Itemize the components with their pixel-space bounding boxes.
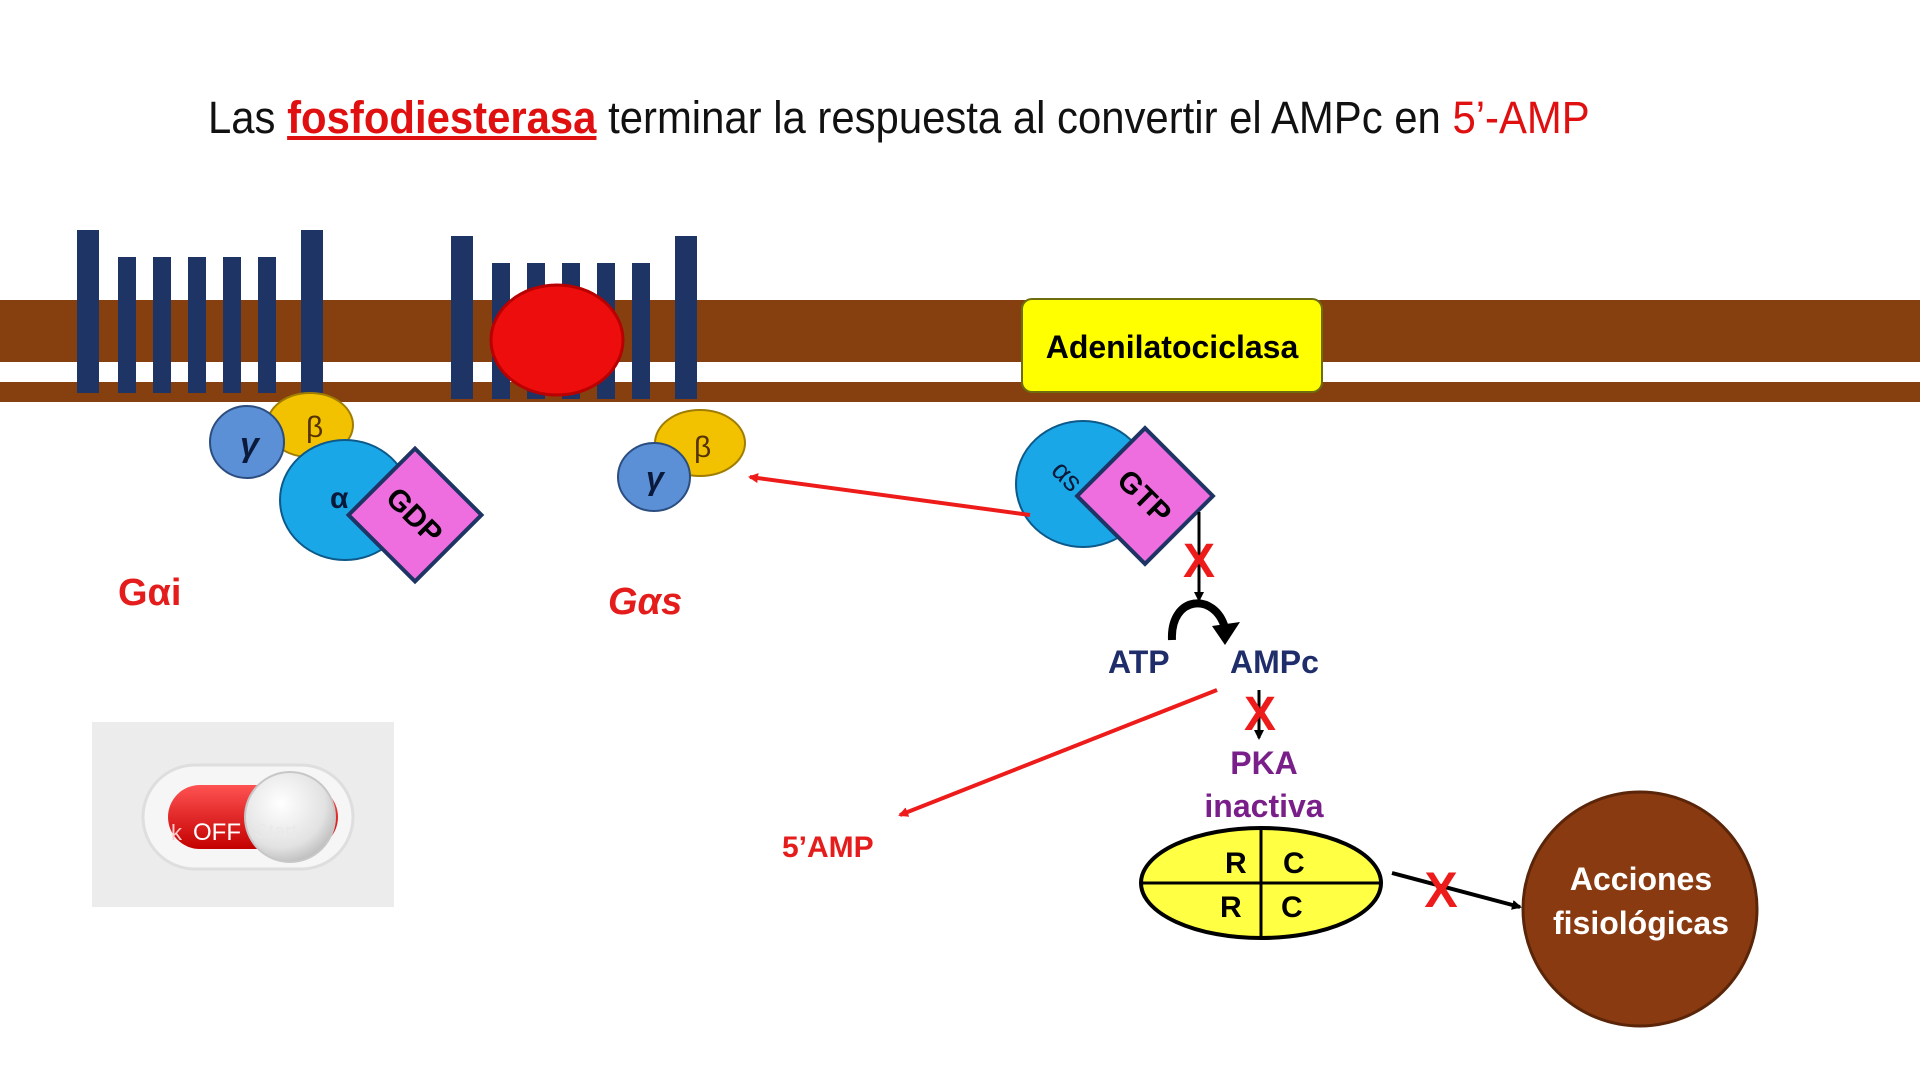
gtp-square <box>1074 425 1216 567</box>
receptor-helix <box>188 257 206 393</box>
pka-complex: R C R C <box>1139 826 1383 940</box>
receptor-helix <box>77 230 99 393</box>
gamma-symbol: γ <box>240 426 261 464</box>
gamma-symbol: γ <box>646 460 666 496</box>
catalytic-subunit: C <box>1283 847 1305 880</box>
hydrolysis-arrow <box>898 688 1218 817</box>
title-highlight: fosfodiesterasa <box>287 92 597 143</box>
receptor-gai <box>77 230 323 393</box>
g-alpha-s-gtp: αs GTP <box>1015 420 1216 567</box>
switch-right-text: Start <box>255 821 298 843</box>
beta-gamma-dimer: β γ <box>617 409 746 512</box>
catalytic-subunit: C <box>1281 891 1303 924</box>
receptor-helix <box>223 257 241 393</box>
amp5-label: 5’AMP <box>782 831 874 864</box>
off-switch-image: k OFF Start <box>92 722 394 907</box>
receptor-helix <box>118 257 136 393</box>
switch-off-text: OFF <box>193 819 241 846</box>
slide-title: Las fosfodiesterasa terminar la respuest… <box>208 86 1696 150</box>
cell-membrane <box>0 300 1920 402</box>
actions-label: Acciones <box>1570 861 1712 897</box>
regulatory-subunit: R <box>1220 891 1242 924</box>
adenylate-cyclase: Adenilatociclasa <box>1021 298 1323 393</box>
receptor-helix <box>153 257 171 393</box>
title-middle: terminar la respuesta al convertir el AM… <box>608 92 1441 143</box>
title-suffix: 5’-AMP <box>1452 92 1590 143</box>
switch-knob <box>244 771 336 863</box>
receptor-helix <box>451 236 473 399</box>
actions-sublabel: fisiológicas <box>1553 905 1729 941</box>
receptor-helix <box>258 257 276 393</box>
pka-status: inactiva <box>1204 788 1323 824</box>
block-mark: X <box>1183 535 1215 588</box>
membrane-outer-layer <box>0 300 1920 362</box>
physiological-actions: Acciones fisiológicas <box>1521 790 1759 1028</box>
block-mark: X <box>1244 688 1276 741</box>
conversion-arrow-head <box>1212 622 1240 645</box>
gdp-box: GDP <box>345 445 485 585</box>
gamma-subunit <box>209 405 285 479</box>
switch-left-text: k <box>171 820 183 845</box>
conversion-arrow <box>1167 599 1229 641</box>
gai-label: Gαi <box>118 572 181 614</box>
alpha-symbol: α <box>330 482 349 515</box>
atp-label: ATP <box>1108 644 1170 680</box>
gtp-box: GTP <box>1074 425 1216 567</box>
g-protein-gai: β γ α GDP <box>209 392 485 585</box>
action-arrow <box>1391 871 1522 910</box>
receptor-helix <box>632 263 650 399</box>
release-arrow <box>748 473 1031 517</box>
gdp-square <box>345 445 485 585</box>
block-mark: X <box>1424 862 1457 918</box>
beta-symbol: β <box>306 411 323 444</box>
beta-symbol: β <box>694 431 711 464</box>
membrane-inner-layer <box>0 382 1920 402</box>
adenylate-cyclase-label: Adenilatociclasa <box>1046 329 1299 365</box>
receptor-helix <box>675 236 697 399</box>
gas-label: Gαs <box>608 581 682 623</box>
title-prefix: Las <box>208 92 276 143</box>
receptor-helix <box>301 230 323 393</box>
ligand <box>489 283 625 397</box>
gamma-subunit <box>617 442 691 512</box>
ampc-label: AMPc <box>1230 644 1319 680</box>
pka-label: PKA <box>1230 745 1298 781</box>
regulatory-subunit: R <box>1225 847 1247 880</box>
actions-circle <box>1521 790 1759 1028</box>
adenylate-cyclase-box <box>1021 298 1323 393</box>
